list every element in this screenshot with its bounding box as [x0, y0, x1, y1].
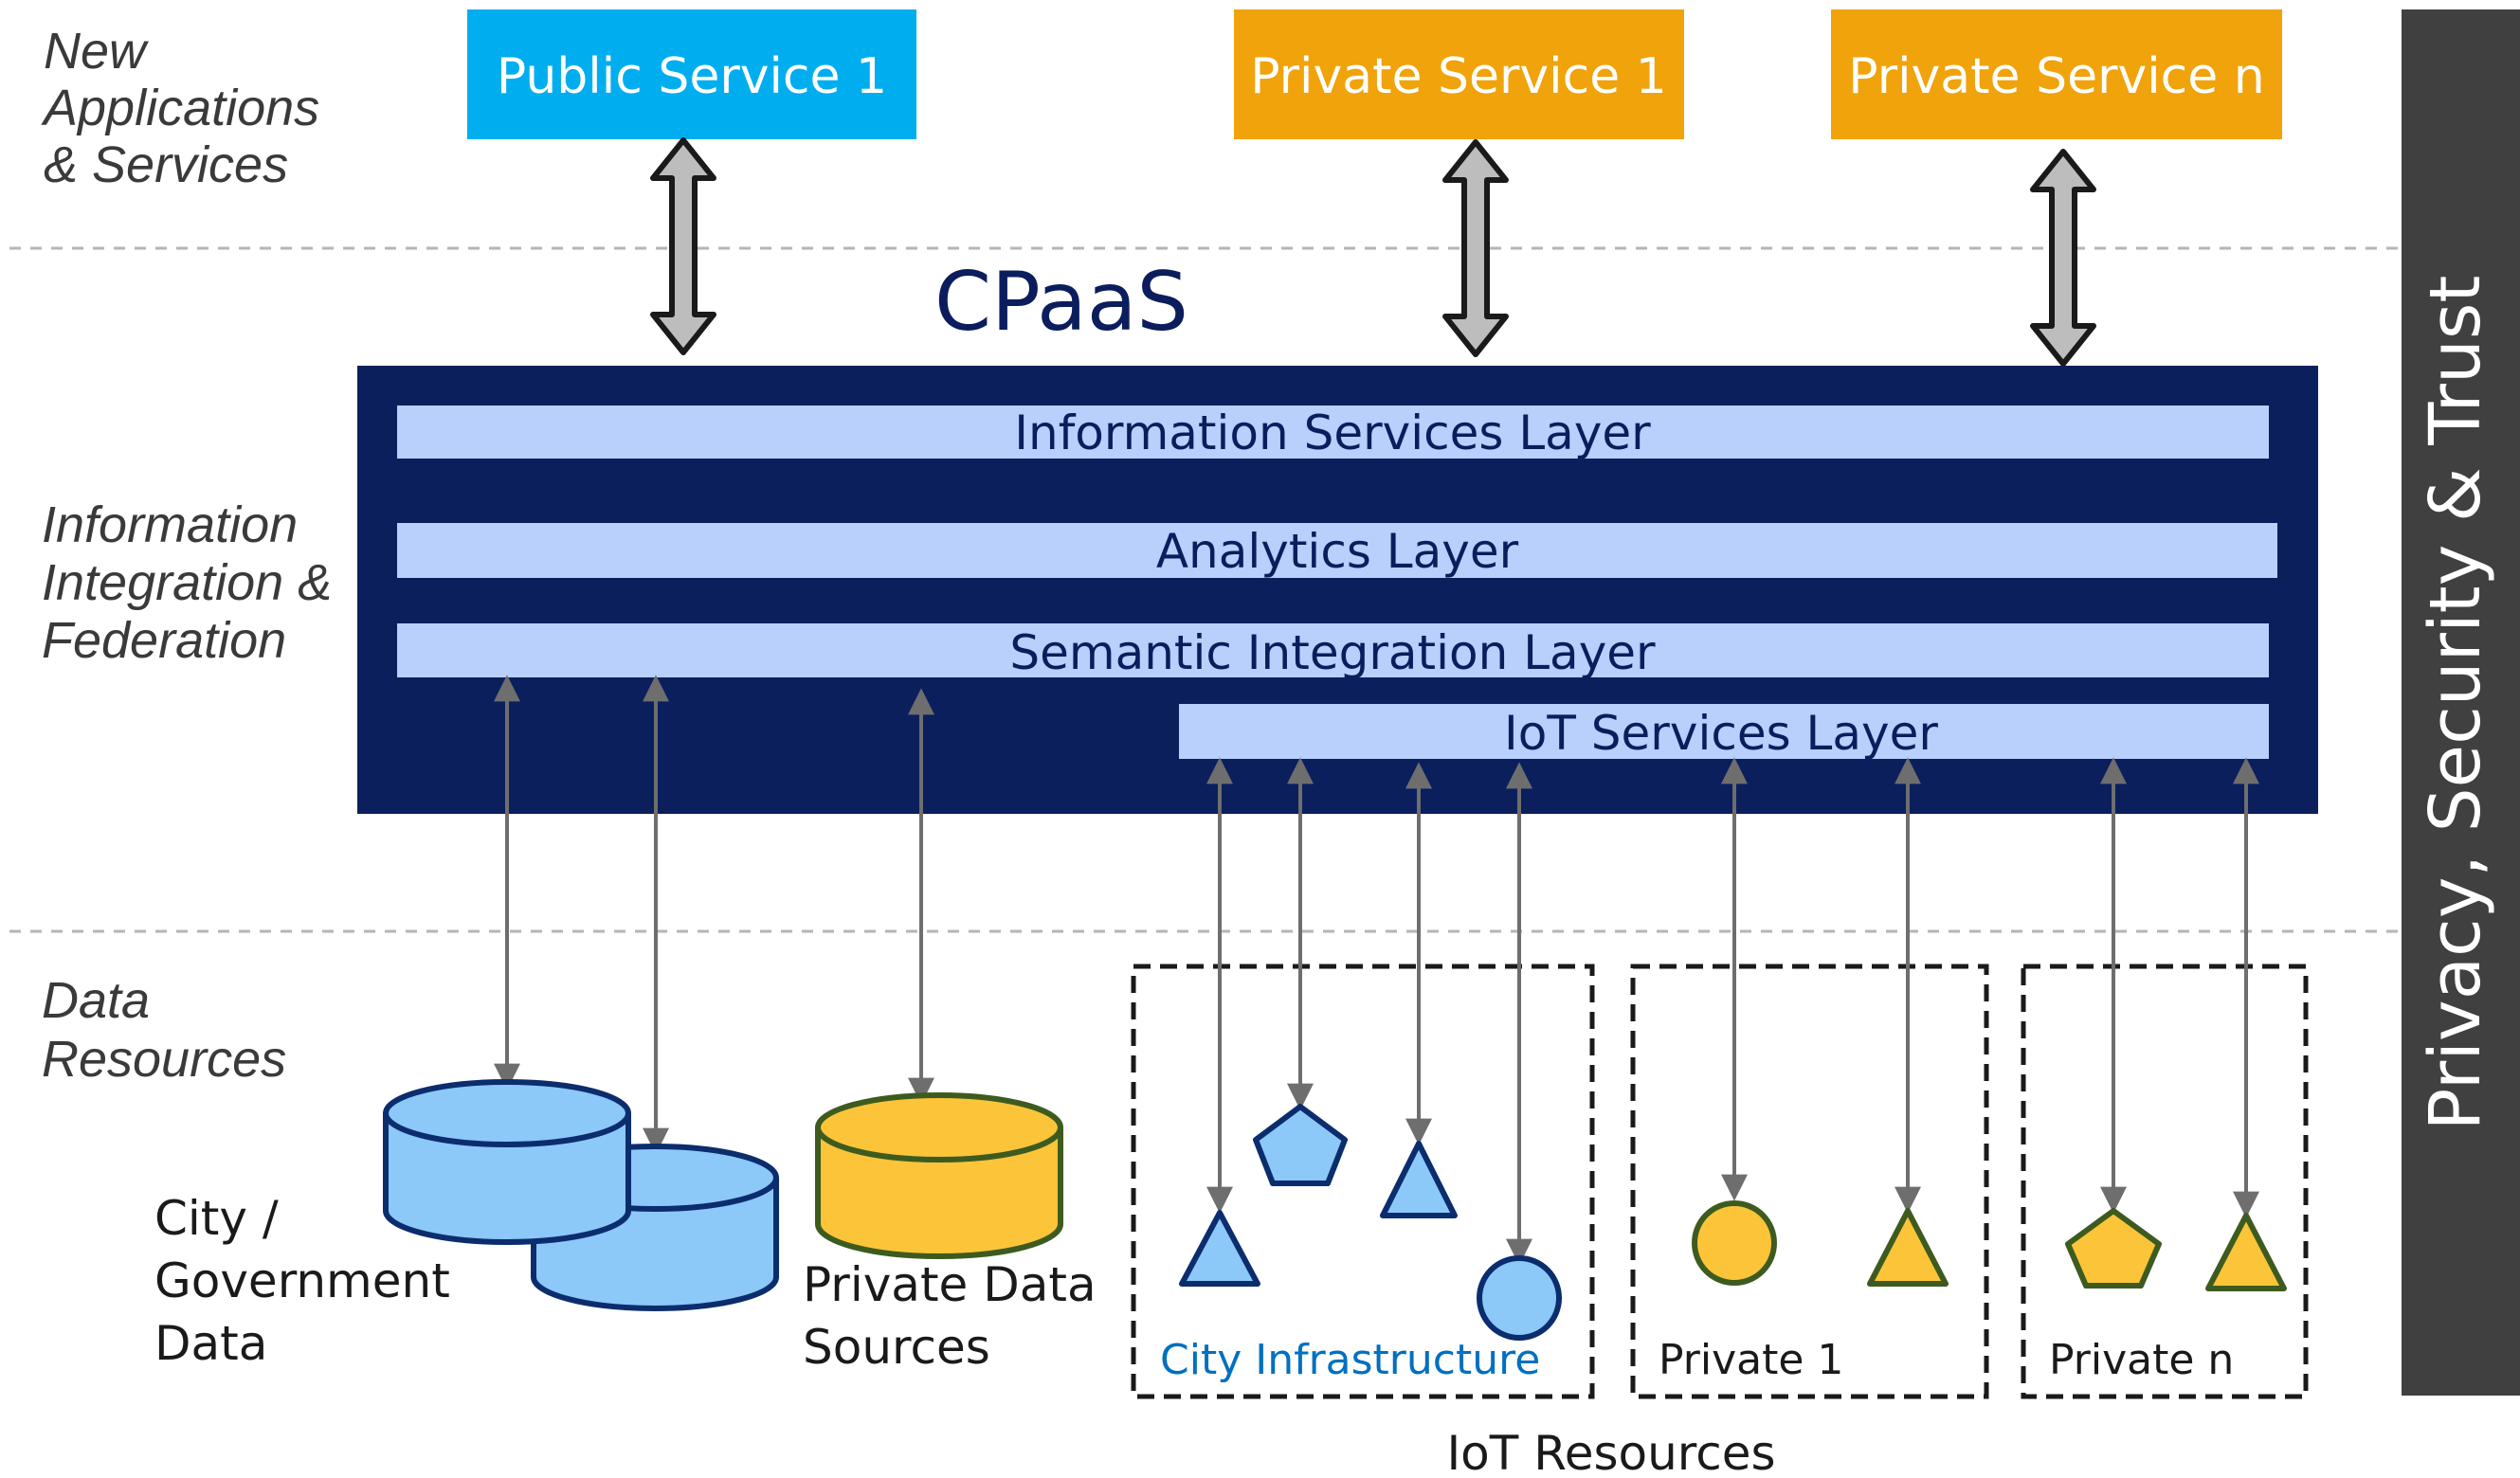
zone-label-applications: New Applications & Services: [41, 23, 334, 193]
iot-services-layer: [1179, 704, 2269, 759]
iot-group-city-infrastructure: [1131, 964, 1595, 1399]
information-services-layer: [397, 406, 2269, 459]
iot-group-private-n: [2021, 964, 2309, 1399]
city-infrastructure-label: City Infrastructure: [1160, 1336, 1540, 1384]
service-arrow-public-1: [650, 137, 716, 355]
analytics-layer: [397, 523, 2277, 578]
public-service-1-label: Public Service 1: [497, 48, 887, 105]
platform-title: CPaaS: [934, 255, 1188, 350]
circle-sensor-icon: [1477, 1255, 1562, 1341]
triangle-sensor-icon: [1867, 1208, 1949, 1287]
analytics-layer-label: Analytics Layer: [1156, 524, 1519, 579]
pentagon-sensor-icon: [2065, 1208, 2162, 1289]
service-arrow-private-n: [2030, 149, 2096, 367]
private-data-sources-label: Private Data Sources: [803, 1257, 1112, 1375]
city-government-data-label: City / Government Data: [154, 1191, 465, 1371]
iot-services-layer-label: IoT Services Layer: [1504, 706, 1938, 761]
privacy-security-trust-label: Privacy, Security & Trust: [2415, 276, 2496, 1131]
private-1-label: Private 1: [1659, 1336, 1843, 1384]
private-service-1-box: [1234, 9, 1684, 139]
triangle-sensor-icon: [1179, 1210, 1260, 1287]
triangle-sensor-icon: [1380, 1141, 1458, 1218]
semantic-integration-layer: [397, 623, 2269, 677]
circle-sensor-icon: [1692, 1200, 1777, 1286]
database-icon-private: [815, 1092, 1063, 1259]
public-service-1-box: [467, 9, 916, 139]
private-n-label: Private n: [2049, 1336, 2234, 1384]
triangle-sensor-icon: [2205, 1213, 2287, 1291]
iot-group-private-1: [1630, 964, 1989, 1399]
information-services-layer-label: Information Services Layer: [1014, 406, 1651, 460]
private-service-n-label: Private Service n: [1848, 48, 2265, 105]
private-service-n-box: [1831, 9, 2282, 139]
iot-resources-caption: IoT Resources: [1446, 1426, 1775, 1478]
database-icon-city-front: [383, 1079, 631, 1245]
semantic-integration-layer-label: Semantic Integration Layer: [1009, 625, 1656, 680]
private-service-1-label: Private Service 1: [1250, 48, 1667, 105]
pentagon-sensor-icon: [1253, 1104, 1348, 1186]
zone-label-data-resources: Data Resources: [42, 972, 286, 1088]
zone-label-integration: Information Integration & Federation: [42, 496, 346, 669]
service-arrow-private-1: [1442, 139, 1509, 357]
privacy-security-trust-sidebar: [2402, 9, 2520, 1396]
